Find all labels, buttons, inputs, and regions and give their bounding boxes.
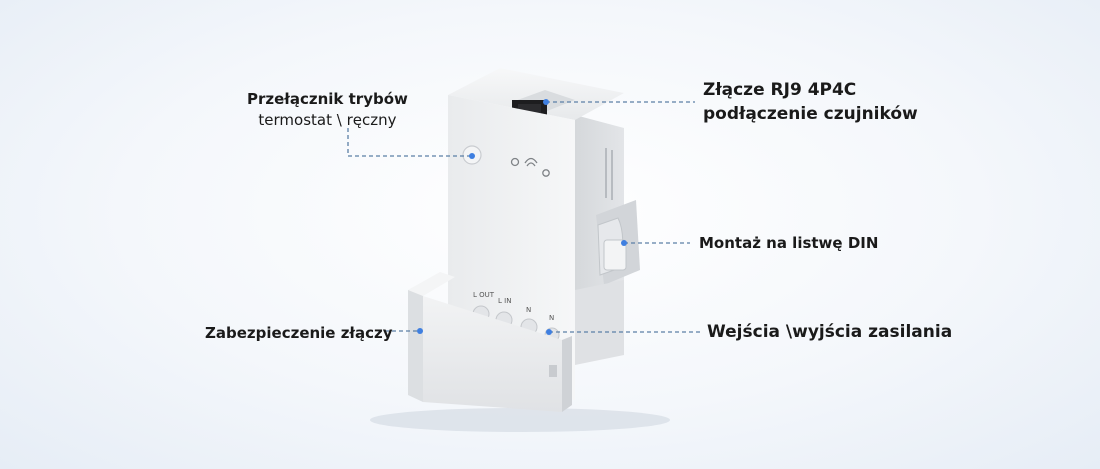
terminal-label-2: L IN (498, 297, 511, 305)
terminal-label-3: N (526, 306, 531, 314)
terminal-label-4: N (549, 314, 554, 322)
mode-switch-title: Przełącznik trybów (247, 90, 408, 108)
terminal-labels: L OUT L IN N N (473, 291, 554, 322)
leader-lines (347, 101, 700, 333)
rj9-line1: Złącze RJ9 4P4C (703, 80, 857, 100)
callout-mode-switch: Przełącznik trybów termostat \ ręczny (247, 89, 408, 131)
status-led-icons (510, 157, 550, 177)
device-lower-block (575, 280, 624, 365)
leader-dots (417, 99, 627, 335)
mode-switch-subtitle: termostat \ ręczny (258, 111, 397, 129)
terminal-cover (408, 272, 572, 412)
callout-din: Montaż na listwę DIN (699, 234, 879, 252)
din-clip (596, 200, 640, 285)
callout-power: Wejścia \wyjścia zasilania (707, 322, 953, 342)
terminal-label-1: L OUT (473, 291, 495, 299)
side-vents (605, 148, 613, 200)
device-shadow (370, 408, 670, 432)
callout-rj9: Złącze RJ9 4P4C podłączenie czujników (703, 78, 918, 126)
callout-cover: Zabezpieczenie złączy (205, 324, 393, 342)
rj9-line2: podłączenie czujników (703, 104, 918, 124)
